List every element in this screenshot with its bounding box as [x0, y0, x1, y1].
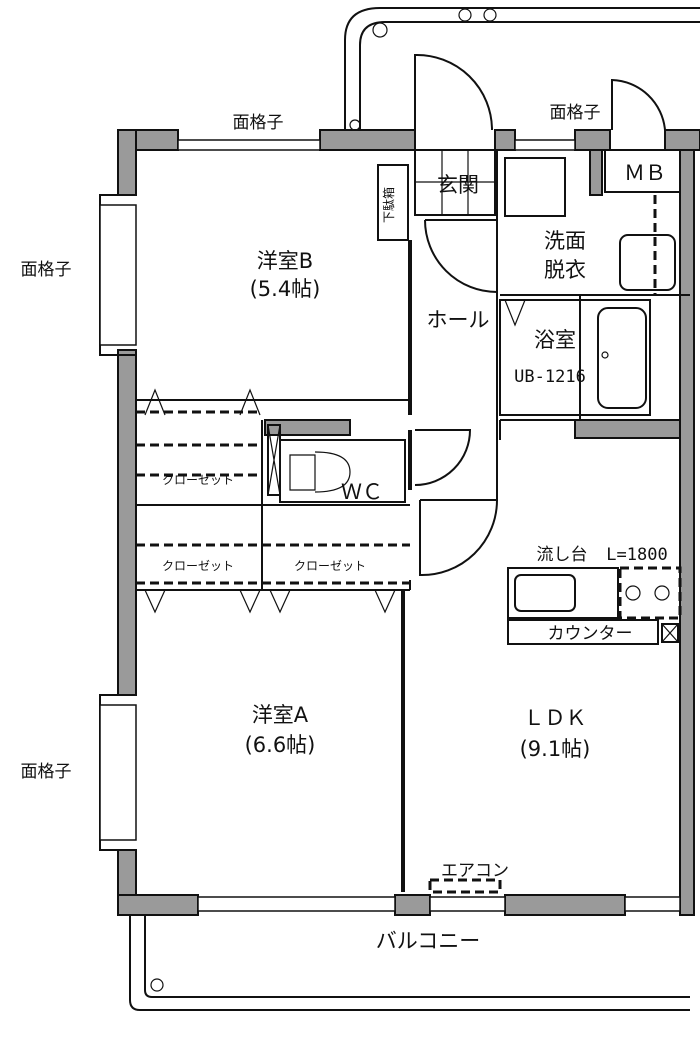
- room-size-western-a: (6.6帖): [245, 733, 316, 757]
- room-size-ldk: (9.1帖): [520, 737, 591, 761]
- exterior-railing: [344, 7, 700, 131]
- room-name-washroom-2: 脱衣: [544, 258, 586, 282]
- window-grille-label: 面格子: [21, 762, 72, 782]
- interior-walls: [136, 149, 690, 892]
- sink-label: 流し台: [537, 545, 588, 565]
- closet-label: クローゼット: [162, 559, 234, 573]
- bath-unit-label: UB-1216: [514, 367, 586, 387]
- balcony-label: バルコニー: [376, 929, 481, 953]
- kitchen-counter: [428, 566, 682, 894]
- window-grille-label: 面格子: [21, 260, 72, 280]
- room-name-western-b: 洋室B: [257, 249, 313, 273]
- room-name-bathroom: 浴室: [534, 328, 576, 352]
- room-name-toilet: ＷＣ: [341, 480, 383, 504]
- room-name-entrance: 玄関: [437, 173, 479, 197]
- room-name-hall: ホール: [427, 308, 490, 332]
- windows: [99, 139, 681, 912]
- closet-label: クローゼット: [294, 559, 366, 573]
- room-name-ldk: ＬＤＫ: [524, 706, 587, 730]
- room-size-western-b: (5.4帖): [250, 277, 321, 301]
- balcony: [129, 915, 690, 1011]
- closet-doors: [136, 388, 410, 614]
- outer-walls: [117, 129, 700, 916]
- sink-length-label: L=1800: [606, 545, 667, 565]
- closet-label: クローゼット: [162, 473, 234, 487]
- shoe-box-label: 下駄箱: [381, 187, 396, 223]
- window-grille-label: 面格子: [550, 103, 601, 123]
- counter-label: カウンター: [548, 624, 633, 644]
- doors: [414, 53, 666, 577]
- meter-box-label: ＭＢ: [624, 161, 666, 185]
- room-name-western-a: 洋室A: [252, 703, 309, 727]
- aircon-label: エアコン: [441, 861, 509, 881]
- window-grille-label: 面格子: [233, 113, 284, 133]
- room-name-washroom-1: 洗面: [544, 229, 586, 253]
